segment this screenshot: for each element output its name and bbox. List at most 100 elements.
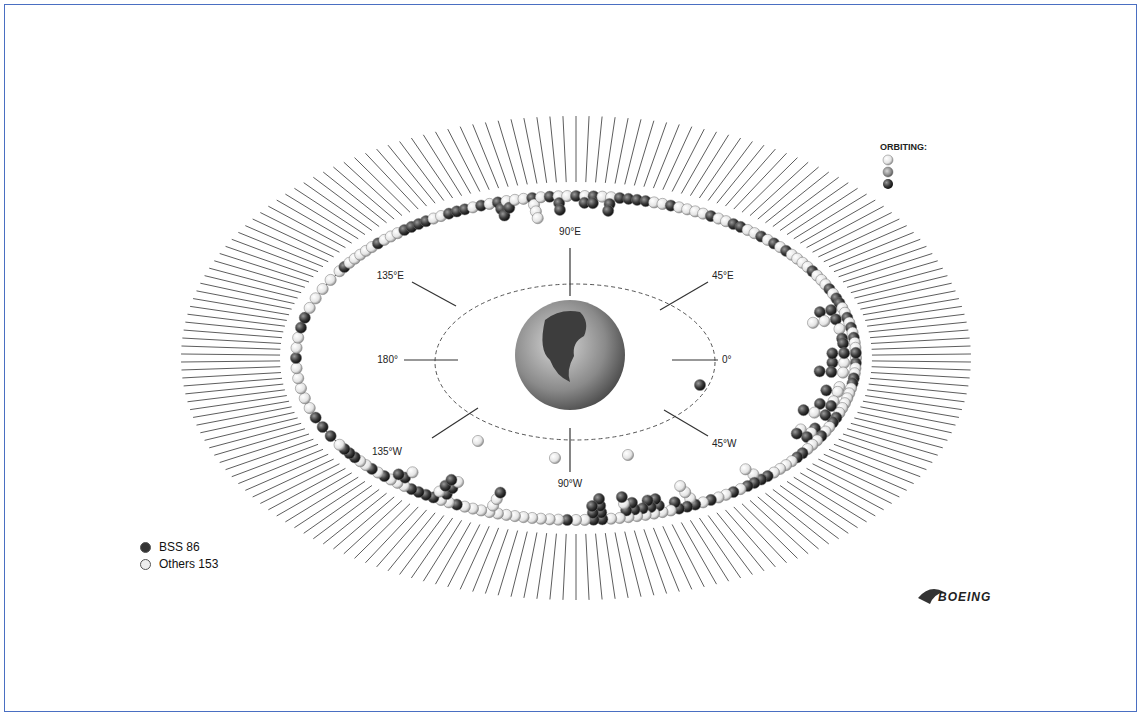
- legend-text: BSS 86: [159, 540, 200, 554]
- leader-line: [498, 531, 518, 596]
- satellite: [293, 332, 304, 343]
- leader-line: [537, 533, 547, 599]
- leader-line: [448, 129, 480, 191]
- leader-line: [586, 534, 589, 600]
- leader-line: [872, 361, 971, 362]
- leader-line: [197, 407, 292, 425]
- leader-line: [576, 534, 577, 600]
- leader-line: [232, 239, 318, 271]
- leader-line: [813, 464, 892, 504]
- leader-line: [563, 534, 566, 600]
- leader-line: [498, 121, 518, 186]
- leader-line: [537, 117, 547, 183]
- inner-orbit: [435, 284, 715, 440]
- leader-line: [818, 219, 899, 257]
- leader-line: [663, 526, 692, 589]
- leader-line: [851, 423, 943, 447]
- satellite: [325, 274, 336, 285]
- satellite: [549, 452, 560, 463]
- leader-line: [313, 177, 379, 226]
- satellite: [850, 347, 861, 358]
- leader-line: [780, 183, 848, 231]
- leader-line: [794, 194, 867, 239]
- leader-line: [839, 246, 927, 276]
- leader-line: [818, 459, 899, 497]
- satellite: [603, 205, 614, 216]
- satellite: [814, 366, 825, 377]
- leader-line: [460, 127, 489, 190]
- leader-line: [717, 513, 764, 571]
- leader-line: [596, 117, 603, 183]
- leader-line: [717, 145, 764, 203]
- legend-swatch: [140, 542, 151, 553]
- leader-line: [576, 116, 577, 182]
- leader-line: [872, 354, 971, 355]
- leader-line: [787, 481, 858, 527]
- longitude-label: 135°E: [377, 270, 404, 281]
- legend-row: BSS 86: [140, 540, 200, 554]
- leader-line: [285, 477, 358, 522]
- leader-line: [860, 291, 955, 309]
- leader-line: [870, 378, 968, 386]
- leader-line: [226, 246, 314, 276]
- leader-line: [625, 532, 641, 597]
- satellite: [587, 500, 598, 511]
- leader-line: [663, 127, 692, 190]
- leader-line: [411, 518, 452, 578]
- leader-line: [773, 177, 839, 226]
- orbiting-key: [883, 155, 893, 189]
- leader-line: [388, 145, 435, 203]
- leader-line: [773, 489, 839, 538]
- satellite: [834, 323, 845, 334]
- leader-line: [511, 119, 527, 184]
- leader-line: [344, 162, 402, 215]
- leader-line: [304, 485, 372, 533]
- leader-line: [181, 346, 280, 349]
- leader-line: [181, 367, 280, 370]
- leader-line: [563, 116, 566, 182]
- satellite: [290, 352, 301, 363]
- satellite: [291, 363, 302, 374]
- satellite: [446, 474, 457, 485]
- leader-line: [411, 138, 452, 198]
- leader-line: [277, 200, 352, 243]
- legend-text: Others 153: [159, 557, 218, 571]
- satellite: [694, 379, 705, 390]
- leader-line: [313, 489, 379, 538]
- leader-line: [596, 534, 603, 600]
- leader-line: [863, 299, 959, 315]
- leader-line: [586, 116, 589, 182]
- leader-line: [847, 429, 938, 456]
- leader-line: [644, 122, 667, 186]
- leader-line: [185, 322, 283, 332]
- longitude-label: 45°E: [712, 270, 734, 281]
- leader-line: [268, 468, 345, 509]
- satellite: [317, 421, 328, 432]
- leader-line: [843, 254, 932, 282]
- satellite: [334, 439, 345, 450]
- leader-line: [193, 401, 289, 417]
- leader-line: [277, 473, 352, 516]
- leader-line: [843, 434, 932, 462]
- leader-line: [473, 528, 499, 592]
- leader-line: [388, 513, 435, 571]
- satellite: [837, 338, 848, 349]
- satellite: [532, 213, 543, 224]
- leader-line: [807, 206, 884, 247]
- satellite: [791, 428, 802, 439]
- satellite: [809, 407, 820, 418]
- frame: [5, 5, 1137, 712]
- satellite: [295, 322, 306, 333]
- satellite: [675, 481, 686, 492]
- leader-line: [485, 122, 508, 186]
- satellite: [826, 366, 837, 377]
- longitude-label: 90°E: [559, 226, 581, 237]
- leader-line: [750, 162, 808, 215]
- leader-line: [834, 444, 920, 476]
- satellite: [299, 312, 310, 323]
- leader-line: [870, 330, 968, 338]
- leader-line: [867, 314, 964, 326]
- leader-line: [672, 524, 704, 586]
- leader-line: [699, 138, 740, 198]
